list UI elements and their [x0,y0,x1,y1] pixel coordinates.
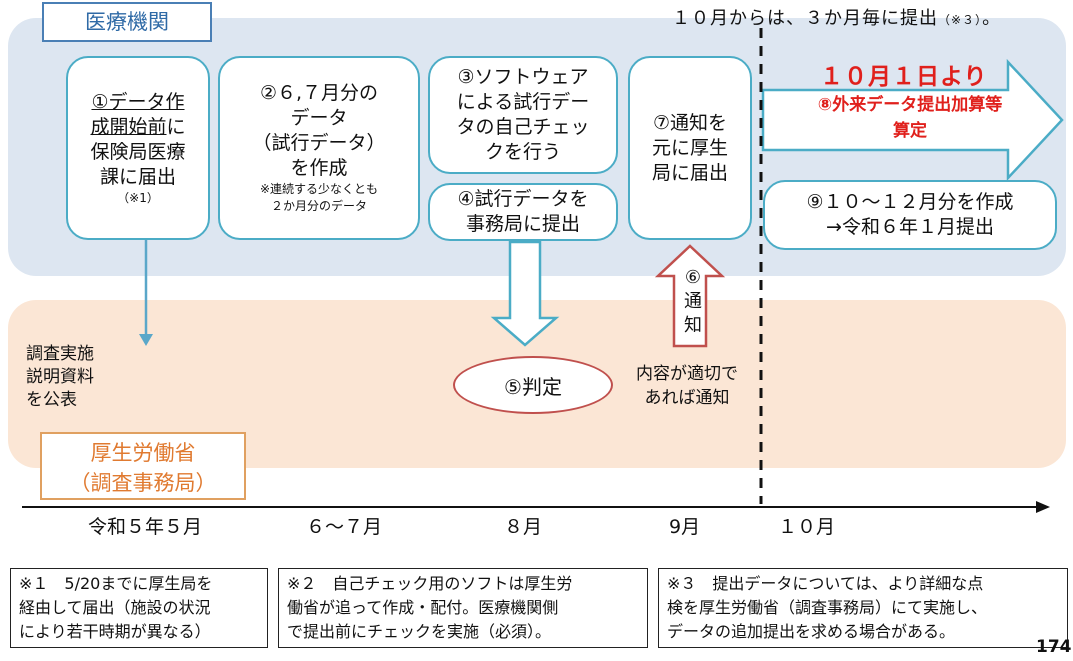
quarterly-note: １０月からは、３か月毎に提出（※３）。 [672,4,1072,30]
step7-line2: 元に厚生 [651,136,728,159]
step1-line3: 保険局医療 [90,140,186,163]
footnote-2: ※２ 自己チェック用のソフトは厚生労 働省が追って作成・配付。医療機関側 で提出… [278,568,648,648]
notify-condition-line2: あれば通知 [644,388,730,408]
timeline-label-jun-jul: ６～７月 [306,516,383,538]
step2-line3: （試行データ） [252,132,386,154]
step9-line1: ⑨１０～１２月分を作成 [806,191,1014,213]
step3-line3: タの自己チェッ [456,116,590,138]
publication-line3: を公表 [26,390,77,410]
footnote-1-line3: により若干時期が異なる） [19,622,211,641]
publication-line2: 説明資料 [26,367,94,387]
publication-text: 調査実施 説明資料 を公表 [26,343,94,412]
step2-line2: データ [290,107,348,129]
footnote-1: ※１ 5/20までに厚生局を 経由して届出（施設の状況 により若干時期が異なる） [10,568,268,648]
timeline-arrowhead [1036,501,1050,513]
timeline-label-oct: １０月 [778,516,836,538]
step2-line1: ②６,７月分の [259,82,379,104]
step2-box: ②６,７月分の データ （試行データ） を作成 ※連続する少なくとも ２か月分の… [218,56,420,240]
step7-line3: 局に届出 [651,161,728,184]
step7-line1: ⑦通知を [652,111,728,134]
big-right-arrow [761,58,1064,182]
ministry-label: 厚生労働省 （調査事務局） [40,432,246,500]
ministry-label-line2: （調査事務局） [69,471,217,495]
step9-line2: →令和６年１月提出 [826,216,994,238]
footnote-1-line2: 経由して届出（施設の状況 [19,598,211,617]
big-arrow-line1: ⑧外来データ提出加算等 [817,95,1003,115]
publication-line1: 調査実施 [26,344,94,364]
quarterly-note-ref: （※３） [938,13,983,27]
quarterly-note-main: １０月からは、３か月毎に提出 [672,8,938,29]
step3-line2: による試行デー [456,91,590,113]
notify-arrow-line2: 通 [684,291,702,312]
step1-note: （※1） [117,190,159,205]
step3-line1: ③ソフトウェア [457,66,589,88]
quarterly-note-end: 。 [982,8,1002,29]
step3-line4: クを行う [484,141,561,163]
big-arrow-text: ⑧外来データ提出加算等 算定 [775,92,1045,144]
notify-up-arrow [654,244,726,348]
footnote-3-line3: データの追加提出を求める場合がある。 [667,622,956,641]
timeline-label-aug: ８月 [504,516,543,538]
notify-condition-line1: 内容が適切で [636,364,738,384]
footnote-2-line3: で提出前にチェックを実施（必須）。 [287,622,552,641]
step1-box: ①データ作 成開始前に 保険局医療 課に届出 （※1） [66,56,210,240]
notify-condition-text: 内容が適切で あれば通知 [612,362,762,410]
step1-line1: ①データ作 [91,90,185,113]
step1-line2: 成開始前 [90,115,167,138]
october-start-label: １０月１日より [820,64,988,90]
step2-line4: を作成 [290,157,348,179]
ministry-label-line1: 厚生労働省 [90,441,196,465]
footnote-3: ※３ 提出データについては、より詳細な点 検を厚生労働省（調査事務局）にて実施し… [658,568,1068,648]
step1-arrowhead [139,334,153,346]
footnote-3-line1: ※３ 提出データについては、より詳細な点 [667,574,984,593]
footnote-2-line1: ※２ 自己チェック用のソフトは厚生労 [287,574,573,593]
step4-line1: ④試行データを [457,188,589,210]
hospital-label: 医療機関 [42,2,212,42]
step1-rest1: に [166,115,186,138]
submit-down-arrow [490,240,560,347]
step9-box: ⑨１０～１２月分を作成 →令和６年１月提出 [763,180,1057,250]
notify-arrow-line1: ⑥ [684,267,702,288]
step7-box: ⑦通知を 元に厚生 局に届出 [628,56,752,240]
footnote-1-line1: ※１ 5/20までに厚生局を [19,574,213,593]
step4-box: ④試行データを 事務局に提出 [428,183,618,241]
judgement-ellipse: ⑤判定 [453,356,613,414]
big-arrow-line2: 算定 [893,121,927,141]
step2-note2: ２か月分のデータ [270,199,367,213]
timeline-label-sep: 9月 [669,516,701,538]
notify-arrow-line3: 知 [684,315,702,336]
step4-line2: 事務局に提出 [465,213,580,235]
step1-line4: 課に届出 [99,165,176,188]
step2-note1: ※連続する少なくとも [259,182,379,196]
notify-arrow-label: ⑥ 通 知 [676,266,710,338]
footnote-2-line2: 働省が追って作成・配付。医療機関側 [287,598,559,617]
footnote-3-line2: 検を厚生労働省（調査事務局）にて実施し、 [667,598,988,617]
page-number: 174 [1036,637,1072,657]
timeline-label-may: 令和５年５月 [88,516,203,538]
step3-box: ③ソフトウェア による試行デー タの自己チェッ クを行う [428,56,618,174]
